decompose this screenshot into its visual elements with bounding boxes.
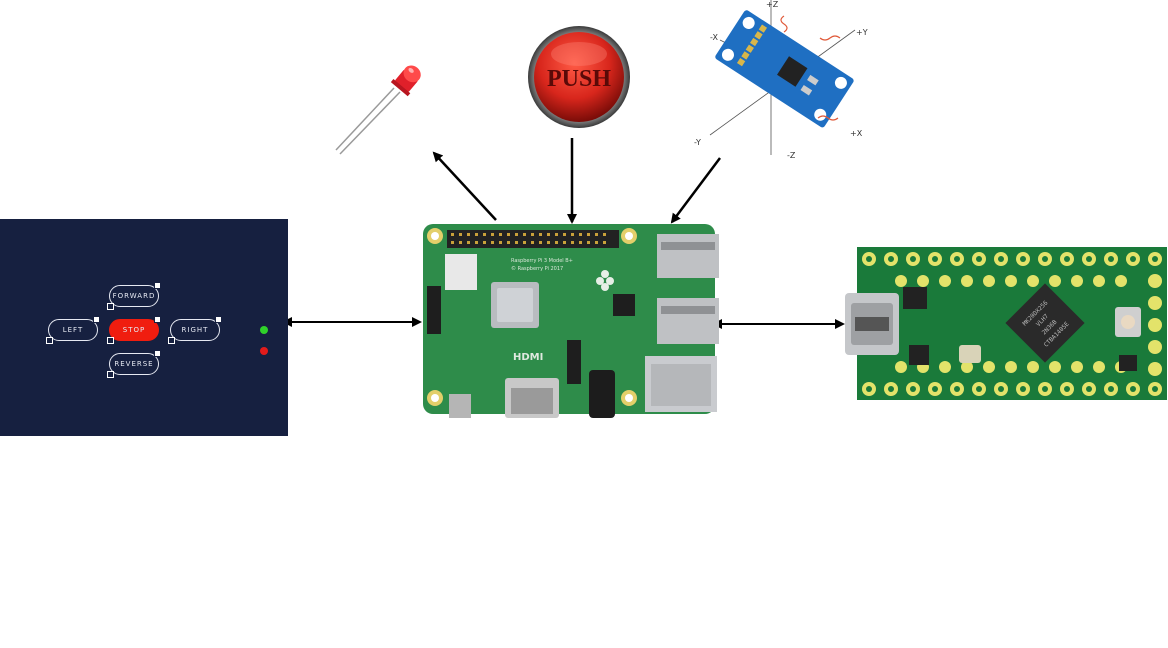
imu-sensor-component: +Z -X +Y -Y -Z +X	[690, 0, 875, 165]
arrow-pi-to-led	[432, 151, 497, 221]
pi-silkscreen-copyright: © Raspberry Pi 2017	[511, 265, 563, 272]
reverse-button[interactable]: REVERSE	[107, 350, 161, 378]
left-button[interactable]: LEFT	[46, 316, 100, 344]
led-component	[330, 58, 430, 158]
axis-label-neg-x: -X	[710, 33, 718, 42]
push-button-component: PUSH	[526, 24, 632, 130]
axis-label-neg-y: -Y	[694, 138, 701, 147]
stop-button[interactable]: STOP	[107, 316, 161, 344]
reverse-label: REVERSE	[114, 360, 154, 368]
raspberry-pi-board: Raspberry Pi 3 Model B+ © Raspberry Pi 2…	[421, 222, 721, 420]
axis-label-pos-y: +Y	[856, 28, 868, 37]
axis-label-pos-x: +X	[850, 129, 863, 138]
axis-label-pos-z: +Z	[766, 0, 779, 9]
axis-label-neg-z: -Z	[787, 151, 796, 160]
left-label: LEFT	[62, 326, 84, 334]
teensy-board: MK20DX256 VLH7 2N36B CTBA1405E	[843, 245, 1168, 402]
pi-silkscreen-title: Raspberry Pi 3 Model B+	[511, 258, 573, 264]
right-button[interactable]: RIGHT	[168, 316, 222, 344]
arrow-imu-to-pi	[670, 157, 721, 224]
right-label: RIGHT	[181, 326, 209, 334]
status-led-green	[260, 326, 268, 334]
robot-control-panel: FORWARD LEFT STOP RIGHT REVERSE	[0, 219, 288, 436]
pi-hdmi-label: HDMI	[513, 352, 543, 363]
push-label: PUSH	[547, 66, 611, 92]
status-led-red	[260, 347, 268, 355]
forward-label: FORWARD	[112, 292, 156, 300]
forward-button[interactable]: FORWARD	[107, 282, 161, 310]
stop-label: STOP	[122, 326, 146, 334]
